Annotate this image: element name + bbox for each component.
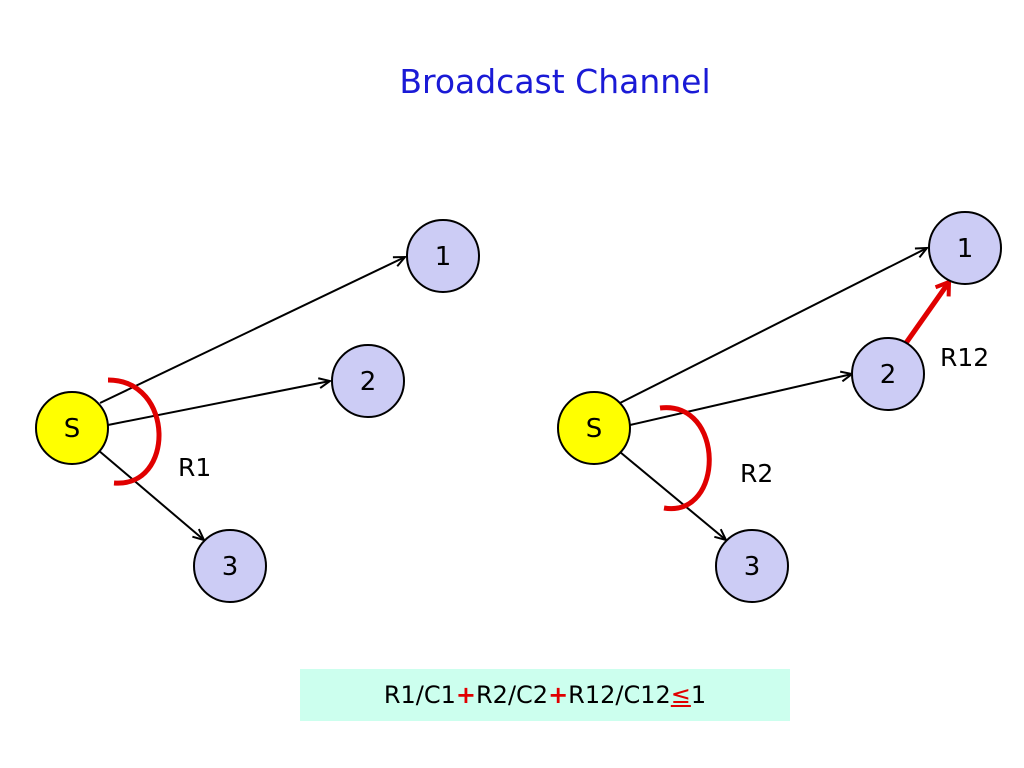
right-diagram: S 1 2 3 R2 R12 (557, 211, 1002, 603)
formula-relation: ≤ (670, 681, 691, 709)
right-receiver-node-2: 2 (851, 337, 925, 411)
right-receiver-node-3: 3 (715, 529, 789, 603)
page-title: Broadcast Channel (399, 62, 711, 101)
right-receiver-label-3: 3 (744, 552, 761, 582)
left-edge-s-1 (99, 257, 405, 404)
formula-plus-2: + (548, 681, 569, 709)
formula-bound: 1 (690, 681, 707, 709)
right-edge-s-3 (619, 451, 726, 540)
left-receiver-label-1: 1 (435, 242, 452, 272)
right-rate-label: R2 (740, 459, 773, 488)
right-receiver-label-1: 1 (957, 234, 974, 264)
right-rate-arc (659, 405, 712, 511)
left-source-label: S (64, 414, 81, 444)
left-edge-s-3 (97, 449, 204, 540)
left-edge-s-2 (107, 381, 330, 426)
right-edge-s-2 (629, 374, 852, 426)
left-receiver-node-3: 3 (193, 529, 267, 603)
left-rate-arc (107, 377, 162, 486)
left-receiver-node-1: 1 (406, 219, 480, 293)
left-receiver-label-2: 2 (360, 367, 377, 397)
rate-constraint-formula: R1/C1 + R2/C2 + R12/C12 ≤ 1 (300, 669, 790, 721)
left-diagram: S 1 2 3 R1 (35, 219, 480, 603)
left-receiver-label-3: 3 (222, 552, 239, 582)
right-source-label: S (586, 414, 603, 444)
formula-term-3: R12/C12 (568, 681, 671, 709)
right-receiver-label-2: 2 (880, 360, 897, 390)
right-relay-rate-label: R12 (940, 343, 989, 372)
left-receiver-node-2: 2 (331, 344, 405, 418)
right-source-node: S (557, 391, 631, 465)
formula-term-2: R2/C2 (476, 681, 549, 709)
formula-plus-1: + (455, 681, 476, 709)
right-edge-s-1 (619, 248, 927, 404)
left-source-node: S (35, 391, 109, 465)
right-receiver-node-1: 1 (928, 211, 1002, 285)
right-relay-arrow (903, 279, 952, 345)
left-rate-label: R1 (178, 453, 211, 482)
formula-term-1: R1/C1 (383, 681, 456, 709)
